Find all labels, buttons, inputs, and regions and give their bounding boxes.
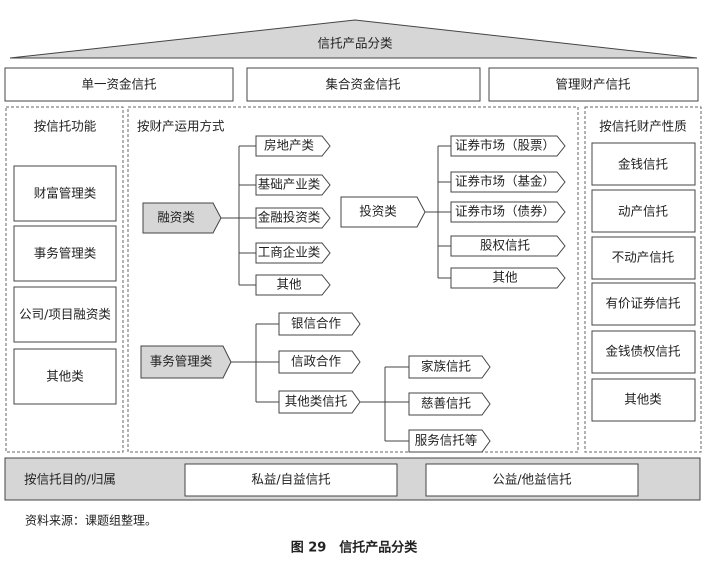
financing-item: 房地产类 [255,135,331,157]
property-item-box [591,236,696,280]
financing-node: 融资类 [142,202,222,234]
property-item-box [591,330,696,374]
property-item: 有价证券信托 [605,296,680,311]
private-trust-label: 私益/自益信托 [251,472,330,487]
financing-item: 其他 [255,274,331,296]
property-panel-title: 按信托财产性质 [599,119,687,134]
public-trust-label: 公益/他益信托 [492,472,571,487]
function-item-box [13,165,117,222]
usage-panel-title: 按财产运用方式 [137,119,225,134]
function-item: 财富管理类 [34,186,97,201]
affairs-item: 其他类信托 [278,390,361,414]
function-list: 财富管理类 事务管理类 公司/项目融资类 其他类 [13,165,117,405]
arrow-node-shape [278,312,361,336]
other-trust-item: 家族信托 [408,355,491,379]
diagram-title: 信托产品分类 [317,36,393,51]
arrow-node-shape [450,171,566,193]
other-trust-item-label: 服务信托等 [415,433,478,448]
property-item: 金钱债权信托 [605,344,680,359]
function-item-box [13,225,117,282]
financing-item-label: 其他 [276,277,302,292]
arrow-node-shape [140,345,232,379]
affairs-item-label: 其他类信托 [285,394,348,409]
property-item: 不动产信托 [612,250,675,265]
connector-lines [221,145,451,442]
affairs-item: 银信合作 [278,312,361,336]
arrow-node-shape [340,196,426,228]
investment-item: 证券市场（基金） [450,171,566,193]
single-fund-trust-box [4,67,234,102]
financing-item: 工商企业类 [255,242,331,264]
arrow-node-shape [408,392,491,416]
other-trust-item-label: 慈善信托 [421,396,471,411]
affairs-label: 事务管理类 [150,354,213,369]
property-item-box [591,378,696,422]
arrow-node-shape [142,202,222,234]
function-item-box [13,286,117,343]
investment-label: 投资类 [359,204,397,219]
property-item-box [591,189,696,233]
arrow-node-shape [255,274,331,296]
investment-node: 投资类 [340,196,426,228]
private-trust-box [184,463,398,497]
collective-fund-trust-box [246,67,481,102]
public-trust-box [425,463,639,497]
financing-item: 金融投资类 [255,207,331,229]
arrow-node-shape [255,135,331,157]
property-item-box [591,282,696,326]
other-trust-item: 服务信托等 [408,429,491,453]
property-item: 动产信托 [618,204,668,219]
arrow-node-shape [450,267,566,289]
property-management-trust-box [488,67,699,102]
investment-item: 证券市场（股票） [450,135,566,157]
affairs-node: 事务管理类 [140,345,232,379]
function-panel-title: 按信托功能 [34,119,97,134]
arrow-node-shape [255,207,331,229]
property-list: 金钱信托 动产信托 不动产信托 有价证券信托 金钱债权信托 其他类 [591,142,696,422]
affairs-item-label: 银信合作 [291,316,342,331]
arrow-node-shape [408,429,491,453]
investment-item-label: 其他 [492,270,518,285]
collective-fund-trust-label: 集合资金信托 [325,77,400,92]
purpose-bar-label: 按信托目的/归属 [24,472,116,487]
arrow-node-shape [255,242,331,264]
function-item: 事务管理类 [34,246,97,261]
financing-item-label: 基础产业类 [258,177,321,192]
property-item: 其他类 [624,392,662,407]
source-note: 资料来源：课题组整理。 [25,513,157,528]
function-item: 其他类 [46,369,84,384]
arrow-node-shape [450,135,566,157]
financing-item-label: 金融投资类 [258,210,321,225]
property-item: 金钱信托 [618,157,668,172]
investment-item-label: 股权信托 [480,238,530,253]
investment-item: 股权信托 [450,235,566,257]
arrow-node-shape [450,201,566,223]
arrow-node-shape [450,235,566,257]
arrow-node-shape [278,350,361,374]
arrow-node-shape [278,390,361,414]
investment-item: 证券市场（债券） [450,201,566,223]
function-item: 公司/项目融资类 [19,307,111,322]
other-trust-item-label: 家族信托 [421,359,471,374]
investment-item-label: 证券市场（基金） [455,174,555,189]
investment-item-label: 证券市场（债券） [455,204,555,219]
investment-item-label: 证券市场（股票） [455,138,555,153]
arrow-node-shape [408,355,491,379]
other-trust-item: 慈善信托 [408,392,491,416]
property-management-trust-label: 管理财产信托 [555,77,630,92]
financing-item: 基础产业类 [255,174,331,196]
property-item-box [591,142,696,186]
function-item-box [13,348,117,405]
affairs-item: 信政合作 [278,350,361,374]
financing-item-label: 工商企业类 [258,245,321,260]
investment-item: 其他 [450,267,566,289]
figure-caption: 图 29 信托产品分类 [291,540,419,556]
financing-item-label: 房地产类 [264,138,315,153]
financing-label: 融资类 [157,210,195,225]
arrow-node-shape [255,174,331,196]
affairs-item-label: 信政合作 [291,354,342,369]
single-fund-trust-label: 单一资金信托 [81,77,156,92]
title-triangle [9,19,698,59]
